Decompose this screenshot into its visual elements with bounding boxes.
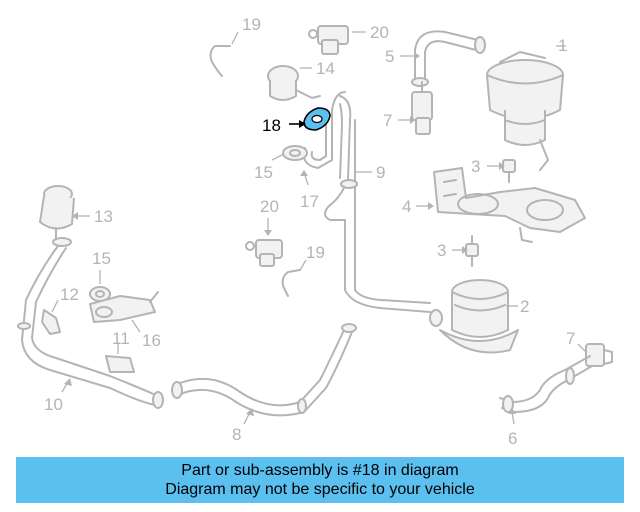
part-18-gasket-highlighted[interactable] xyxy=(303,107,331,131)
part-3-valve-bottom[interactable] xyxy=(465,235,479,267)
part-11-bracket[interactable] xyxy=(105,355,135,373)
part-8-hose[interactable] xyxy=(171,323,357,417)
banner-line-1: Part or sub-assembly is #18 in diagram xyxy=(181,462,459,479)
callout-3b: 3 xyxy=(437,241,446,260)
part-5-hose[interactable] xyxy=(411,30,486,87)
part-19-hose-top[interactable] xyxy=(209,45,231,77)
part-13-valve[interactable] xyxy=(39,185,75,247)
part-20-solenoid-top[interactable] xyxy=(308,25,349,55)
part-10-pipe[interactable] xyxy=(17,245,164,409)
part-6-hose[interactable] xyxy=(499,355,593,413)
callout-11: 11 xyxy=(112,329,130,348)
part-4-bracket[interactable] xyxy=(433,167,586,243)
callout-18: 18 xyxy=(262,116,281,135)
part-15-gasket-top[interactable] xyxy=(282,145,308,161)
callout-9: 9 xyxy=(376,163,385,182)
callout-15b: 15 xyxy=(92,249,111,268)
callout-12: 12 xyxy=(60,285,79,304)
callout-15a: 15 xyxy=(254,163,273,182)
part-9-pipe[interactable] xyxy=(324,95,431,313)
part-2-air-pump[interactable] xyxy=(429,279,519,354)
callout-5: 5 xyxy=(385,47,394,66)
part-12-bracket[interactable] xyxy=(41,309,61,335)
part-3-valve-top[interactable] xyxy=(502,159,516,183)
callout-20b: 20 xyxy=(260,197,279,216)
callout-20a: 20 xyxy=(370,23,389,42)
callout-13: 13 xyxy=(94,207,113,226)
callout-10: 10 xyxy=(44,395,63,414)
callout-14: 14 xyxy=(316,59,335,78)
part-19-hose-mid[interactable] xyxy=(281,269,301,297)
callout-2: 2 xyxy=(520,297,529,316)
callout-16: 16 xyxy=(142,331,161,350)
callout-1: 1 xyxy=(558,36,567,55)
callout-19a: 19 xyxy=(242,15,261,34)
callout-8: 8 xyxy=(232,425,241,444)
part-16-flange-pipe[interactable] xyxy=(89,291,159,323)
info-banner: Part or sub-assembly is #18 in diagram D… xyxy=(16,457,624,503)
callout-4: 4 xyxy=(402,197,411,216)
callout-17: 17 xyxy=(300,192,319,211)
callout-6: 6 xyxy=(508,429,517,448)
callout-7a: 7 xyxy=(383,111,392,130)
callout-19b: 19 xyxy=(306,243,325,262)
part-20-solenoid-mid[interactable] xyxy=(245,239,283,267)
part-14-combi-valve[interactable] xyxy=(267,65,321,101)
part-7-connector-bottom[interactable] xyxy=(585,343,613,367)
callout-7b: 7 xyxy=(566,329,575,348)
banner-line-2: Diagram may not be specific to your vehi… xyxy=(165,481,475,498)
parts-diagram: 1 5 7 20 19 14 17 xyxy=(17,15,613,448)
part-7-valve-top[interactable] xyxy=(411,81,433,135)
callout-3a: 3 xyxy=(471,157,480,176)
part-1-air-pump[interactable] xyxy=(486,51,564,171)
